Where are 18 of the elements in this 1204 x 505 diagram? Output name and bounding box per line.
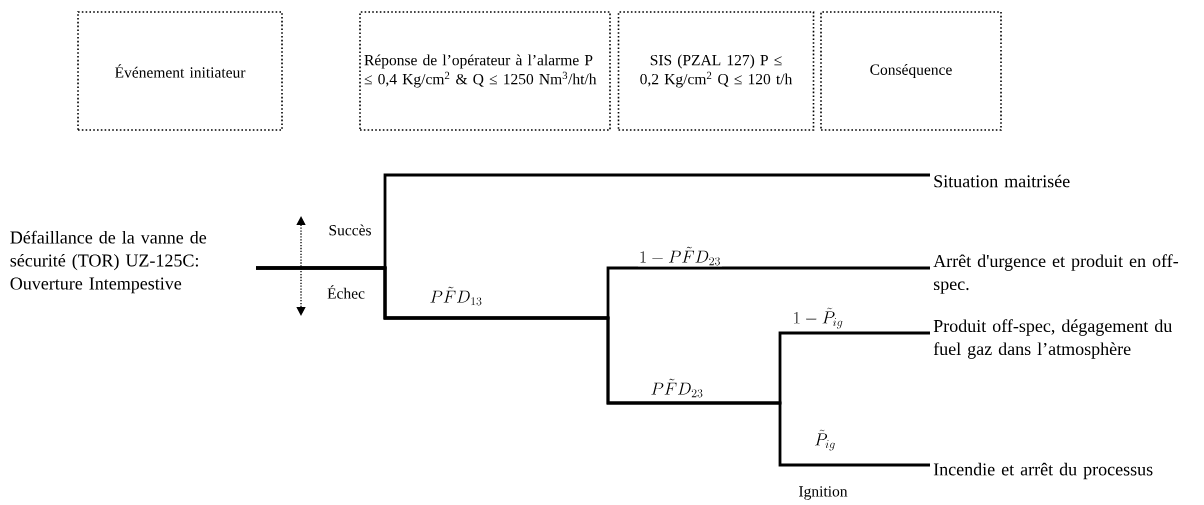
outcome-text: Produit off-spec, dégagement du fuel gaz dans l’atmosphère (933, 319, 1172, 359)
edge-label: $1 - P\tilde{F}D_{23}$ (638, 245, 722, 267)
branch-label: Succès (329, 224, 371, 236)
edge-label: $1 - \tilde{P}_{ig}$ (791, 306, 845, 330)
branch-label: $P\tilde{F}D_{23}$ (651, 378, 703, 398)
branch-line (256, 266, 930, 467)
header-box: Événement initiateur (77, 11, 283, 131)
header-box: Conséquence (820, 11, 1002, 131)
outcome-text: Arrêt d'urgence et produit en off-spec. (933, 254, 1179, 294)
branch-label: $P\tilde{F}D_{13}$ (430, 286, 482, 306)
outcome-text: Incendie et arrêt du processus (933, 462, 1153, 480)
header-box: SIS (PZAL 127) P ≤ 0,2 Kg/cm$^{2}$ Q ≤ 120 t/h (617, 11, 815, 131)
branch-label: Ignition (799, 486, 848, 500)
edge-label: $\tilde{P}_{ig}$ (813, 428, 837, 452)
outcome-text: Situation maitrisée (934, 174, 1070, 188)
branch-label: Échec (327, 285, 365, 299)
header-box: Réponse de l’opérateur à l’alarme P ≤ 0,4 Kg/cm$^{2}$ & Q ≤ 1250 Nm$^{3}$/ht/h (359, 11, 611, 131)
initiating-event-text: Défaillance de la vanne de sécurité (TOR) UZ-125C: Ouverture Intempestive (10, 230, 207, 294)
